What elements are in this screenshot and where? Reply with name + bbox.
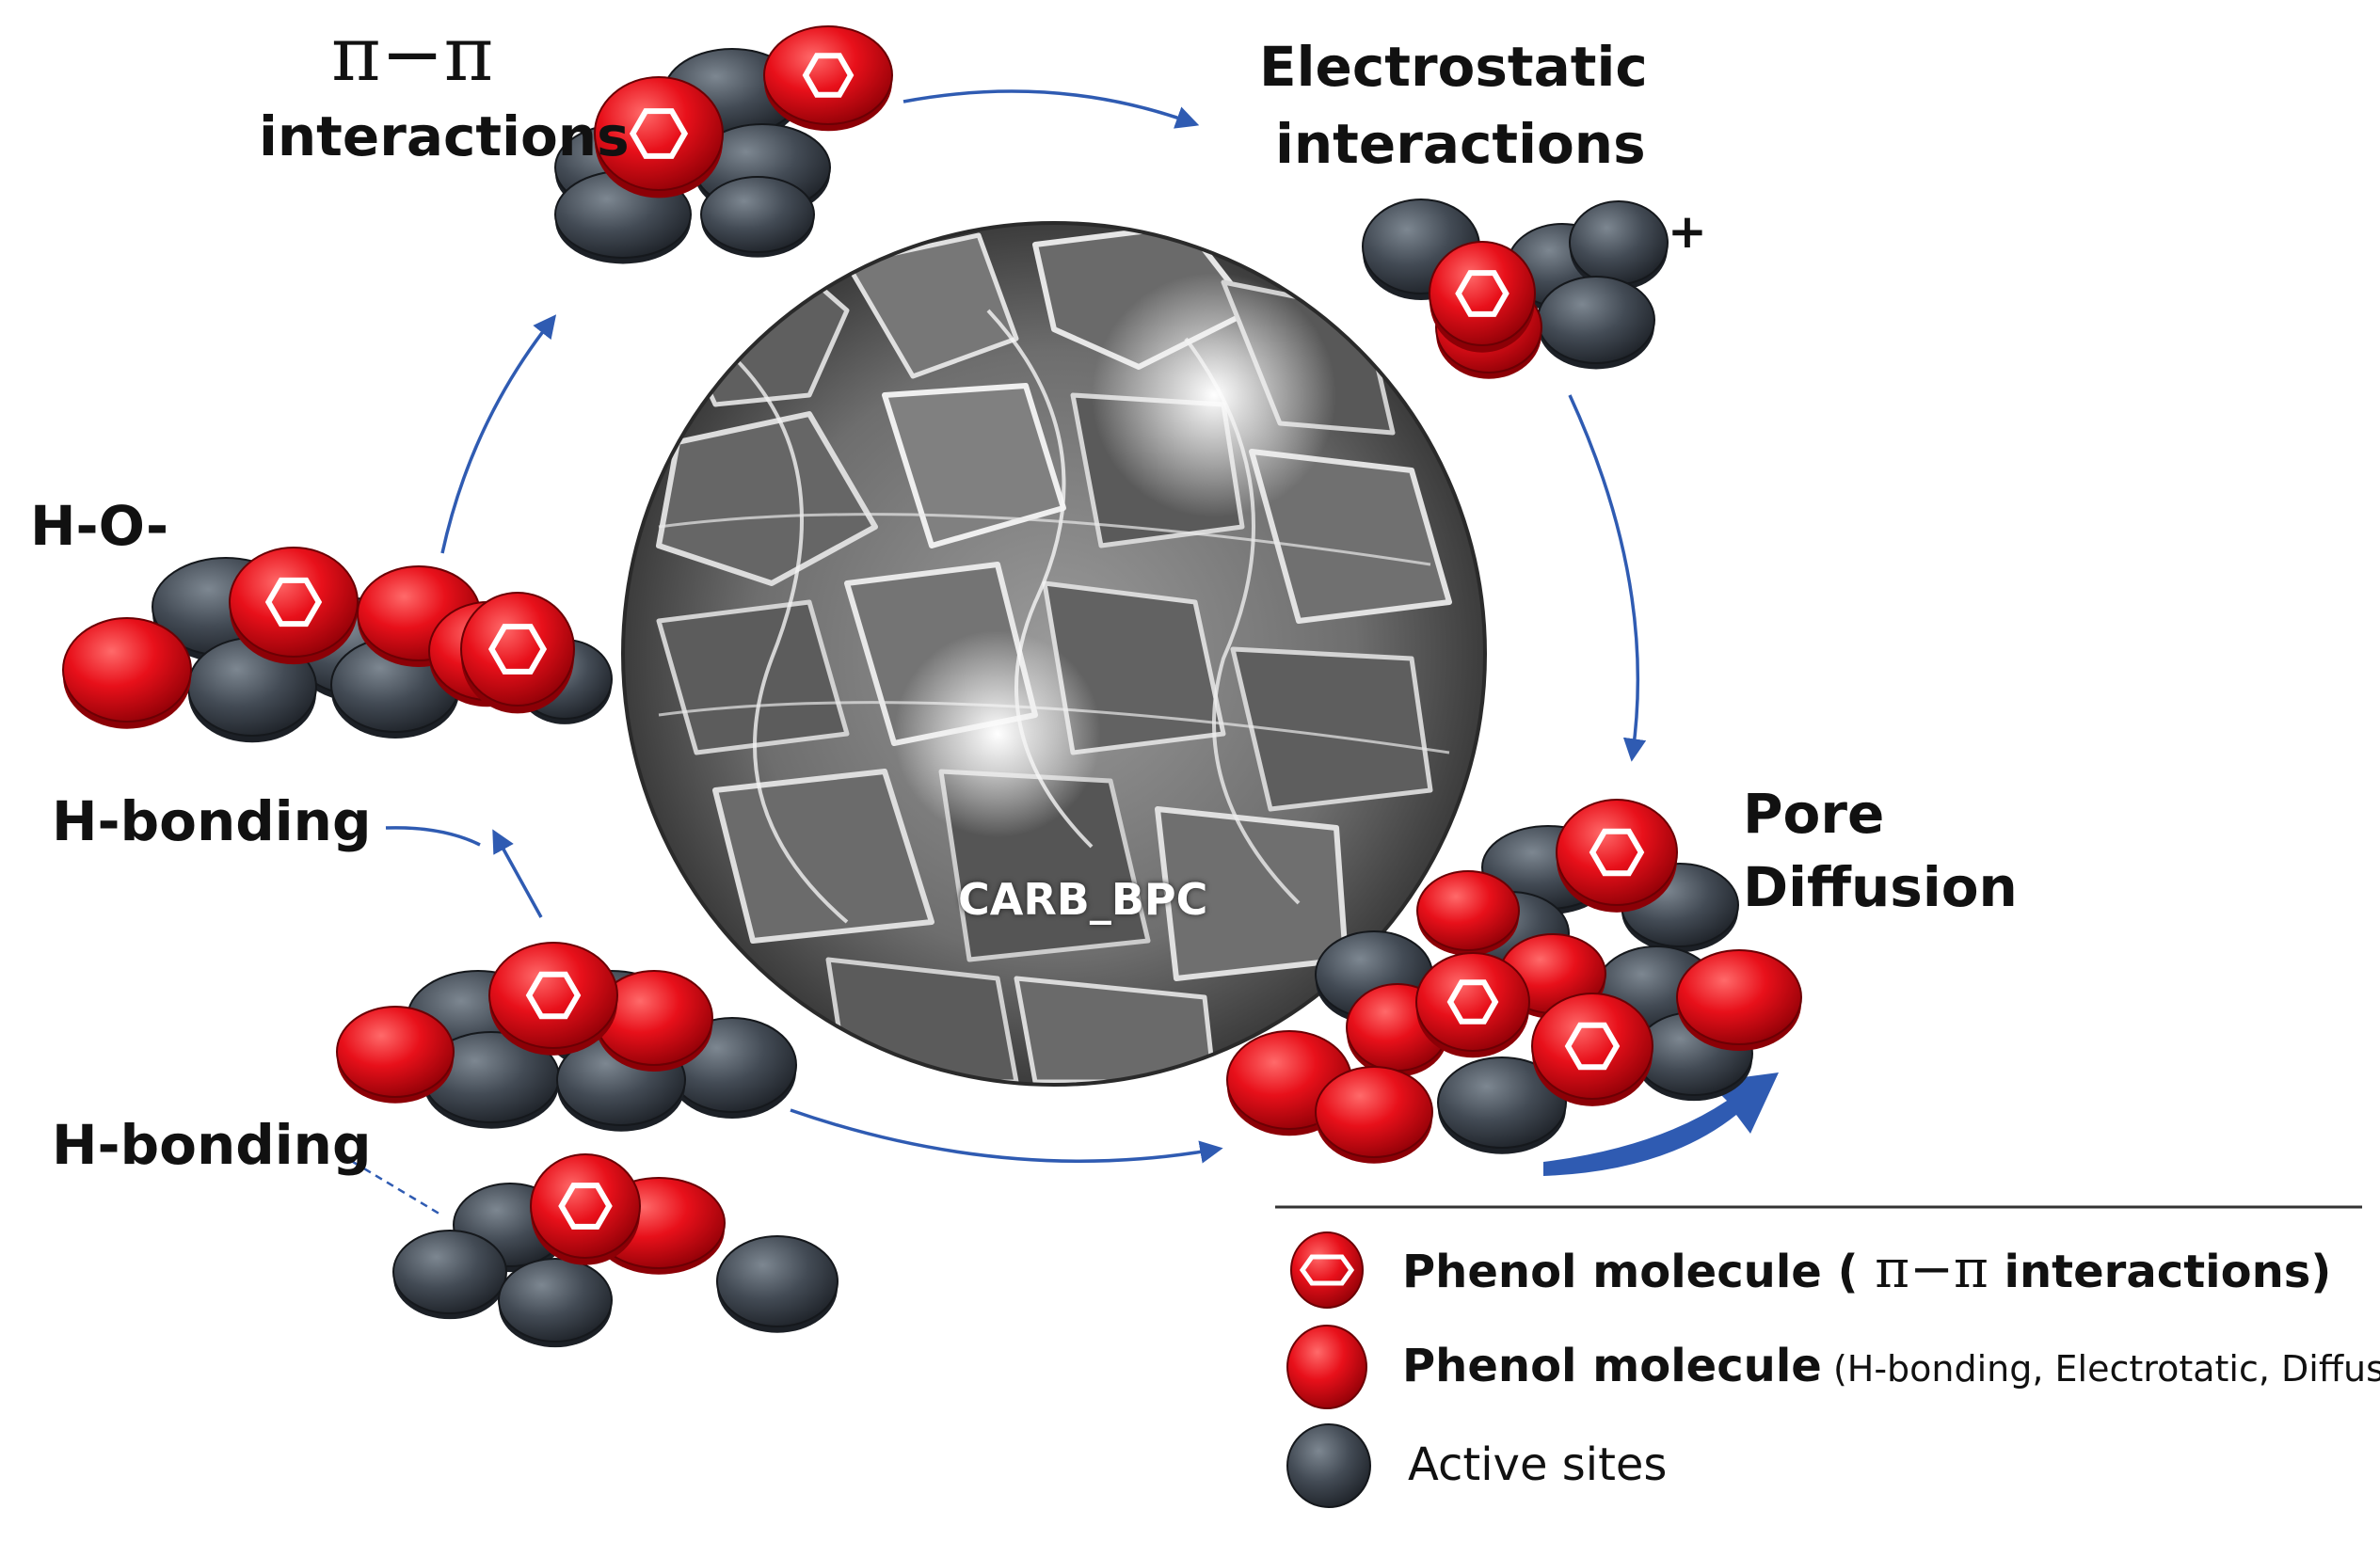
- arrow-lower-to-pore: [790, 1108, 1223, 1164]
- legend-item-active-sites: Active sites: [1408, 1442, 1667, 1487]
- legend-item-phenol-pi-suffix: interactions): [1988, 1246, 2332, 1298]
- active-site-particle: [392, 1230, 507, 1320]
- phenol-ring-particle: [763, 25, 893, 132]
- legend-item-phenol-pi-symbol: π−π: [1858, 1239, 1989, 1300]
- active-site-particle: [716, 1235, 839, 1333]
- cluster-h-bonding-lower: [392, 1153, 839, 1348]
- phenol-ring-particle: [594, 76, 724, 199]
- active-site-particle: [498, 1258, 613, 1348]
- active-site-particle: [700, 176, 815, 258]
- legend-item-phenol-other: Phenol molecule (H-bonding, Electrotatic…: [1402, 1343, 2380, 1389]
- cluster-electrostatic: [1362, 199, 1669, 379]
- pi-pi-symbol-label: π−π: [331, 10, 494, 98]
- legend-item-phenol-other-prefix: Phenol molecule: [1402, 1340, 1822, 1392]
- cluster-pore-diffusion: [1226, 799, 1802, 1164]
- positive-charge-label: +: [1668, 204, 1707, 259]
- phenol-ring-particle: [1415, 952, 1530, 1058]
- phenol-ring-particle: [460, 592, 575, 714]
- arrow-pi-to-electrostatic: [902, 89, 1200, 129]
- phenol-particle: [1315, 1066, 1433, 1164]
- phenol-ring-particle: [1429, 241, 1536, 353]
- phenol-ring-particle: [530, 1153, 641, 1265]
- legend-item-phenol-other-suffix: (H-bonding, Electrotatic, Diffusion): [1832, 1348, 2380, 1390]
- active-site-particle: [1569, 200, 1669, 291]
- pi-pi-interactions-label: interactions: [259, 104, 630, 168]
- hydroxyl-label: H-O-: [30, 494, 169, 558]
- cluster-h-o: [62, 547, 613, 743]
- arrow-hbond-to-pi: [440, 314, 557, 554]
- cluster-h-bonding-upper: [336, 942, 797, 1132]
- electrostatic-label-line2: interactions: [1275, 112, 1646, 176]
- phenol-ring-particle: [488, 942, 618, 1056]
- h-bonding-label-lower: H-bonding: [52, 1113, 372, 1177]
- electrostatic-label-line1: Electrostatic: [1259, 35, 1648, 99]
- phenol-particle: [595, 970, 713, 1072]
- legend-item-phenol-pi: Phenol molecule ( π−π interactions): [1402, 1244, 2331, 1296]
- legend-item-phenol-pi-prefix: Phenol molecule (: [1402, 1246, 1859, 1298]
- phenol-particle: [336, 1006, 455, 1104]
- phenol-particle: [1676, 949, 1802, 1051]
- phenol-ring-particle: [1556, 799, 1678, 913]
- pore-diffusion-arrow: [1543, 1072, 1779, 1176]
- cluster-pi-pi: [554, 25, 893, 264]
- active-site-particle: [1537, 276, 1655, 370]
- cycle-arrows: [352, 89, 1647, 1217]
- sample-label: CARB_BPC: [958, 874, 1208, 925]
- active-site-particle: [423, 1031, 560, 1129]
- arrow-electrostatic-to-pore: [1568, 394, 1647, 762]
- phenol-ring-particle: [1531, 993, 1653, 1106]
- active-site-particle: [1437, 1056, 1567, 1154]
- dashed-pointer-lower: [352, 1160, 443, 1217]
- arrow-hbond-label: [385, 826, 481, 847]
- pore-diffusion-label-line1: Pore: [1743, 782, 1885, 846]
- phenol-particle: [1416, 870, 1520, 956]
- h-bonding-label-upper: H-bonding: [52, 789, 372, 853]
- phenol-particle: [62, 617, 192, 729]
- legend-item-active-sites-text: Active sites: [1408, 1438, 1668, 1491]
- phenol-ring-particle: [229, 547, 359, 665]
- pore-diffusion-label-line2: Diffusion: [1743, 855, 2018, 919]
- arrow-hbond-local: [492, 829, 543, 918]
- sem-image: [621, 221, 1487, 1087]
